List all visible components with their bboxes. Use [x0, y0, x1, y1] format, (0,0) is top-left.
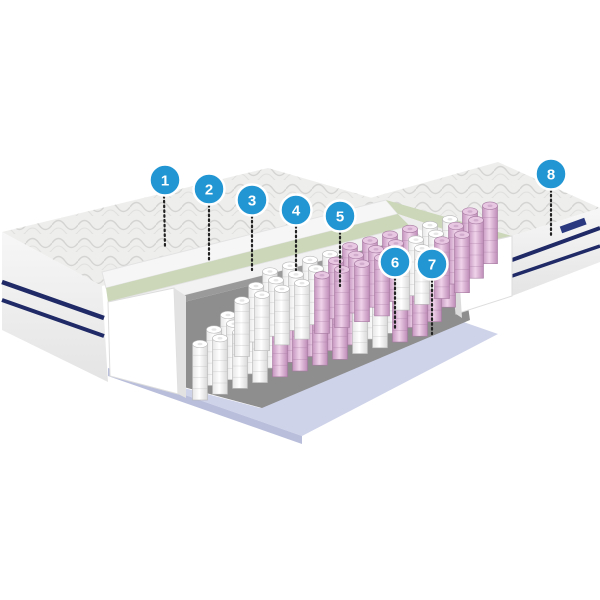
spring-coil — [294, 279, 310, 340]
spring-coil — [192, 339, 208, 401]
foam-edge-left-side — [174, 288, 186, 398]
spring-coil — [254, 290, 270, 352]
spring-coil — [274, 284, 290, 346]
piping-right-lower — [511, 244, 600, 278]
callout-4: 4 — [279, 193, 313, 227]
spring-coil — [468, 216, 484, 279]
brand-label — [559, 217, 587, 234]
foam-edge-left — [107, 287, 179, 395]
spring-coil — [212, 334, 228, 395]
side-panel-right — [512, 208, 600, 296]
latex-layer — [106, 214, 410, 302]
callout-2: 2 — [192, 172, 226, 206]
spring-coil — [354, 259, 370, 323]
spring-coil — [454, 230, 470, 293]
leader-line-1 — [162, 194, 167, 250]
spring-coil — [234, 296, 250, 357]
callout-label: 2 — [205, 182, 213, 199]
callout-6: 6 — [378, 245, 412, 279]
callout-1: 1 — [148, 163, 182, 197]
piping-right-upper — [511, 226, 600, 262]
callout-label: 6 — [391, 255, 399, 272]
callout-7: 7 — [415, 247, 449, 281]
callout-label: 8 — [547, 167, 555, 184]
callout-3: 3 — [235, 183, 269, 217]
spring-coil — [314, 271, 330, 334]
piping-left-upper — [1, 279, 105, 321]
quilted-top-right — [370, 162, 600, 236]
callout-8: 8 — [534, 157, 568, 191]
spring-coil — [334, 265, 350, 328]
callout-label: 7 — [428, 257, 436, 274]
callout-label: 5 — [336, 209, 344, 226]
callout-label: 4 — [292, 203, 301, 220]
callout-label: 1 — [161, 173, 169, 190]
side-panel-left — [2, 232, 108, 382]
callout-5: 5 — [323, 199, 357, 233]
callout-label: 3 — [248, 193, 256, 210]
spring-coil — [482, 201, 498, 264]
piping-left-lower — [1, 298, 105, 338]
